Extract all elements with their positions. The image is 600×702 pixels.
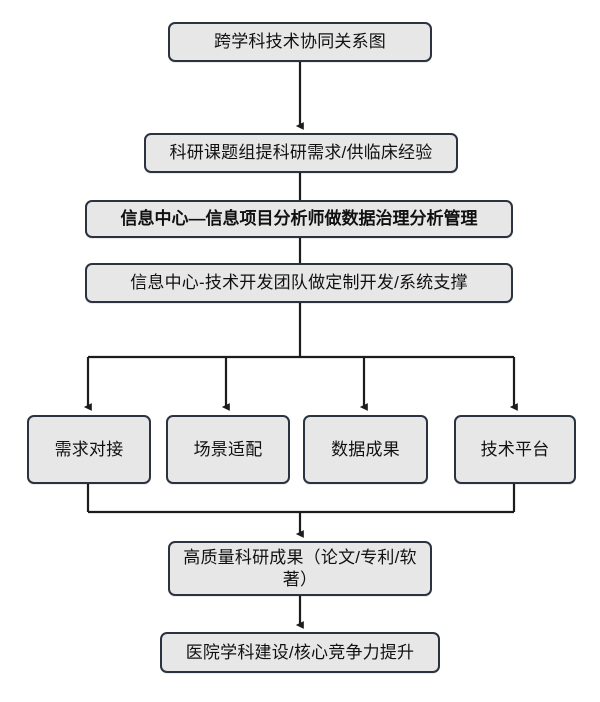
node-scenario-adaptation[interactable]: 场景适配 xyxy=(166,415,290,484)
node-discipline-construction-label: 医院学科建设/核心竞争力提升 xyxy=(185,642,415,662)
node-data-results[interactable]: 数据成果 xyxy=(303,415,428,484)
node-high-quality-output[interactable]: 高质量科研成果（论文/专利/软著） xyxy=(168,541,432,596)
node-title[interactable]: 跨学科技术协同关系图 xyxy=(168,22,432,62)
node-info-center-dev-team-label: 信息中心-技术开发团队做定制开发/系统支撑 xyxy=(130,273,468,293)
node-scenario-adaptation-label: 场景适配 xyxy=(193,439,263,459)
node-research-demand[interactable]: 科研课题组提科研需求/供临床经验 xyxy=(144,133,458,173)
node-data-results-label: 数据成果 xyxy=(331,439,400,459)
node-high-quality-output-label: 高质量科研成果（论文/专利/软著） xyxy=(183,547,417,589)
node-tech-platform[interactable]: 技术平台 xyxy=(454,415,576,484)
node-info-center-analyst[interactable]: 信息中心—信息项目分析师做数据治理分析管理 xyxy=(85,200,513,238)
node-demand-docking[interactable]: 需求对接 xyxy=(27,415,151,484)
node-title-label: 跨学科技术协同关系图 xyxy=(214,32,386,52)
node-info-center-analyst-label: 信息中心—信息项目分析师做数据治理分析管理 xyxy=(120,209,478,229)
node-info-center-dev-team[interactable]: 信息中心-技术开发团队做定制开发/系统支撑 xyxy=(85,263,513,303)
node-demand-docking-label: 需求对接 xyxy=(54,439,124,459)
node-research-demand-label: 科研课题组提科研需求/供临床经验 xyxy=(169,143,433,163)
node-discipline-construction[interactable]: 医院学科建设/核心竞争力提升 xyxy=(160,632,440,673)
node-tech-platform-label: 技术平台 xyxy=(480,439,550,459)
